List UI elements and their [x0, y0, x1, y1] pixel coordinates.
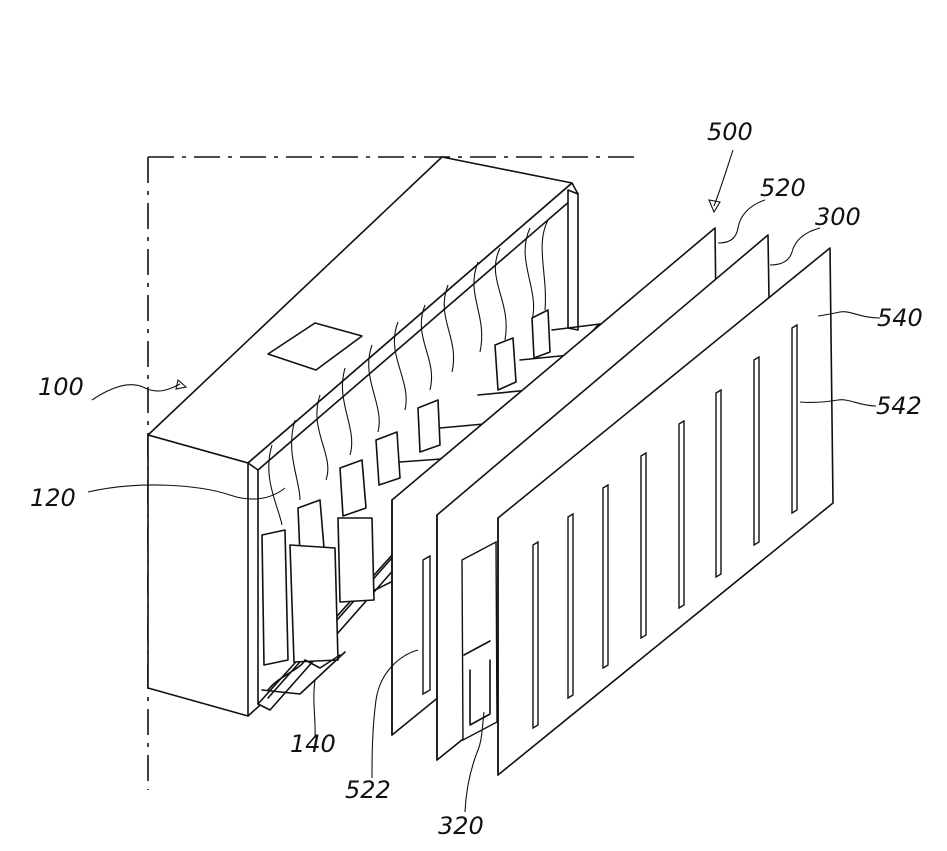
label-540: 540 [877, 304, 923, 332]
inner-slot [423, 556, 430, 694]
label-120: 120 [30, 484, 76, 512]
label-300: 300 [815, 203, 861, 231]
bus-bar-opening [462, 542, 497, 740]
label-140: 140 [290, 730, 336, 758]
label-100: 100 [38, 373, 84, 401]
label-320: 320 [438, 812, 484, 840]
label-522: 522 [345, 776, 391, 804]
label-500: 500 [707, 118, 753, 146]
label-542: 542 [876, 392, 922, 420]
label-520: 520 [760, 174, 806, 202]
